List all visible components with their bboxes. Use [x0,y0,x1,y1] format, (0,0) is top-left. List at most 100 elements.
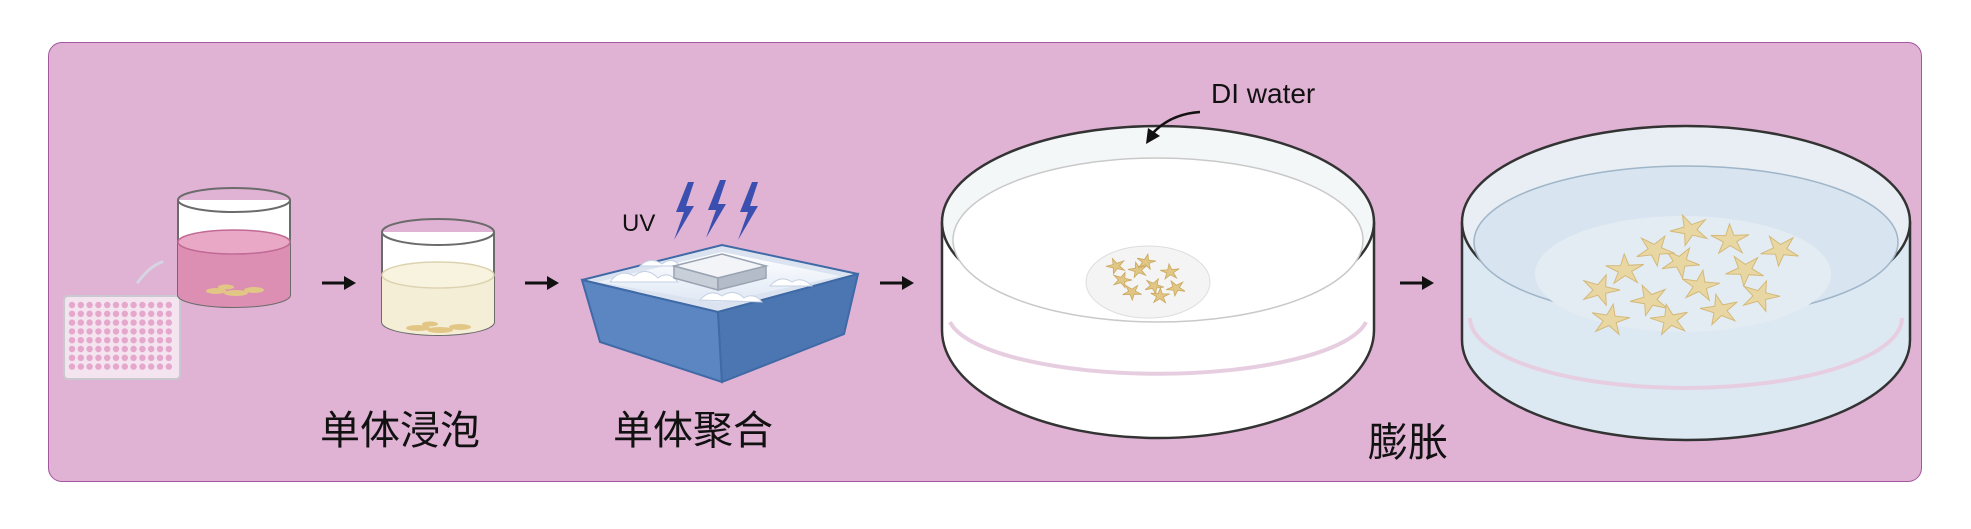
well [95,319,102,326]
well [95,345,102,353]
step-label-polymerize: 单体聚合 [613,408,773,454]
well [121,310,128,317]
cell [1122,284,1142,302]
well [77,363,85,370]
cream-beaker-icon [381,218,495,336]
well [139,354,146,361]
well [68,345,76,353]
well [112,337,120,344]
cell [1741,279,1781,313]
well [165,345,172,353]
well [165,354,172,361]
well [139,310,146,317]
well [112,301,120,309]
well [148,363,155,370]
cell [1710,222,1750,255]
well [77,337,85,344]
well [165,301,172,309]
expanded-dish-icon [1460,124,1912,442]
arrow-right-icon [322,276,356,290]
well [121,328,128,335]
well [130,337,137,344]
well [95,337,102,344]
well [139,328,146,335]
well [121,337,128,344]
well [112,319,120,326]
well [130,310,137,317]
well [139,301,146,309]
arrow-right-icon [880,276,914,290]
well [156,337,164,344]
cell [1629,283,1668,318]
well [139,345,146,353]
cell [1105,257,1126,275]
lightning-icon [674,180,758,240]
well [68,328,76,335]
di-water-label: DI water [1211,78,1316,109]
leader-arrow [1146,110,1201,144]
well [165,337,172,344]
well [121,354,128,361]
well [121,345,128,353]
well [148,301,155,309]
cell [1649,302,1688,336]
well [95,328,102,335]
well [86,363,93,370]
well [86,319,93,326]
cell [1760,235,1799,268]
well [112,345,120,353]
well [148,345,155,353]
well [139,319,146,326]
pink-beaker-icon [177,187,291,308]
well [68,301,76,309]
well [86,301,93,309]
well [130,328,137,335]
cell [1150,286,1170,304]
cell [1591,302,1630,336]
well [68,319,76,326]
well [95,354,102,361]
well [77,319,85,326]
step-label-expand: 膨胀 [1368,420,1448,466]
well [86,310,93,317]
well [121,301,128,309]
well [104,328,111,335]
well [148,328,155,335]
well [104,310,111,317]
step-label-soak: 单体浸泡 [320,408,480,454]
well [156,310,164,317]
well [156,319,164,326]
well [148,310,155,317]
cell [1681,268,1720,302]
well [86,337,93,344]
well [148,354,155,361]
cell [1144,277,1165,296]
cell [1136,252,1157,271]
well [156,301,164,309]
well [68,363,76,370]
well [156,328,164,335]
well [68,310,76,317]
well [130,345,137,353]
cell [1582,273,1621,307]
well [104,319,111,326]
well [68,354,76,361]
well [156,363,164,370]
cell [1112,271,1133,289]
well [148,337,155,344]
well [139,363,146,370]
well [104,337,111,344]
well [156,345,164,353]
arrow-right-icon [525,276,559,290]
well [68,337,76,344]
cell [1605,252,1644,285]
well [130,301,137,309]
well [86,328,93,335]
cell [1669,213,1709,247]
well [148,319,155,326]
well [165,319,172,326]
cell [1699,292,1738,326]
well [165,363,172,370]
cell [1127,261,1147,279]
